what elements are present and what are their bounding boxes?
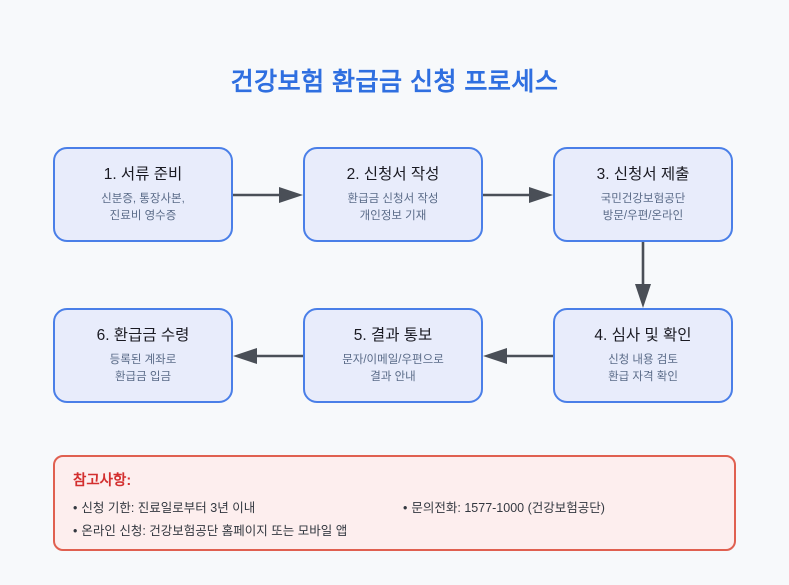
note-item-phone-text: 문의전화: 1577-1000 (건강보험공단) <box>411 501 605 515</box>
arrow-down-icon-step-3-to-4 <box>632 242 654 308</box>
note-item-online: •온라인 신청: 건강보험공단 홈페이지 또는 모바일 앱 <box>73 522 347 541</box>
flow-step-3[interactable]: 3. 신청서 제출 국민건강보험공단 방문/우편/온라인 <box>553 147 733 242</box>
arrow-left-icon-step-5-to-6 <box>233 345 303 367</box>
bullet-icon: • <box>73 501 78 515</box>
flow-step-2-desc: 환급금 신청서 작성 개인정보 기재 <box>347 193 439 222</box>
flow-step-1[interactable]: 1. 서류 준비 신분증, 통장사본, 진료비 영수증 <box>53 147 233 242</box>
flow-step-2[interactable]: 2. 신청서 작성 환급금 신청서 작성 개인정보 기재 <box>303 147 483 242</box>
flow-step-3-desc: 국민건강보험공단 방문/우편/온라인 <box>600 193 686 222</box>
flow-step-4-desc: 신청 내용 검토 환급 자격 확인 <box>608 354 678 383</box>
flow-step-4[interactable]: 4. 심사 및 확인 신청 내용 검토 환급 자격 확인 <box>553 308 733 403</box>
flow-step-5-desc: 문자/이메일/우편으로 결과 안내 <box>342 354 444 383</box>
note-item-online-text: 온라인 신청: 건강보험공단 홈페이지 또는 모바일 앱 <box>81 523 348 538</box>
arrow-right-icon-step-1-to-2 <box>233 184 303 206</box>
bullet-icon: • <box>73 523 78 538</box>
flow-step-2-title: 2. 신청서 작성 <box>346 165 440 183</box>
notes-row: •신청 기한: 진료일로부터 3년 이내 •문의전화: 1577-1000 (건… <box>73 499 716 518</box>
flow-step-6-title: 6. 환급금 수령 <box>96 326 190 344</box>
flow-step-5[interactable]: 5. 결과 통보 문자/이메일/우편으로 결과 안내 <box>303 308 483 403</box>
flow-step-3-title: 3. 신청서 제출 <box>596 165 690 183</box>
flow-step-6[interactable]: 6. 환급금 수령 등록된 계좌로 환급금 입금 <box>53 308 233 403</box>
flow-step-5-title: 5. 결과 통보 <box>353 326 433 344</box>
flow-step-1-title: 1. 서류 준비 <box>103 165 183 183</box>
notes-title: 참고사항: <box>73 473 132 489</box>
note-item-phone: •문의전화: 1577-1000 (건강보험공단) <box>403 499 605 518</box>
note-item-deadline: •신청 기한: 진료일로부터 3년 이내 <box>73 499 403 518</box>
bullet-icon: • <box>403 501 408 515</box>
page-title: 건강보험 환급금 신청 프로세스 <box>230 68 559 96</box>
flow-step-6-desc: 등록된 계좌로 환급금 입금 <box>109 354 177 383</box>
notes-row: •온라인 신청: 건강보험공단 홈페이지 또는 모바일 앱 <box>73 522 716 541</box>
arrow-left-icon-step-4-to-5 <box>483 345 553 367</box>
arrow-right-icon-step-2-to-3 <box>483 184 553 206</box>
flow-step-4-title: 4. 심사 및 확인 <box>594 326 692 344</box>
note-item-deadline-text: 신청 기한: 진료일로부터 3년 이내 <box>81 501 256 515</box>
notes-panel: 참고사항: •신청 기한: 진료일로부터 3년 이내 •문의전화: 1577-1… <box>53 455 736 551</box>
flow-step-1-desc: 신분증, 통장사본, 진료비 영수증 <box>101 193 185 222</box>
